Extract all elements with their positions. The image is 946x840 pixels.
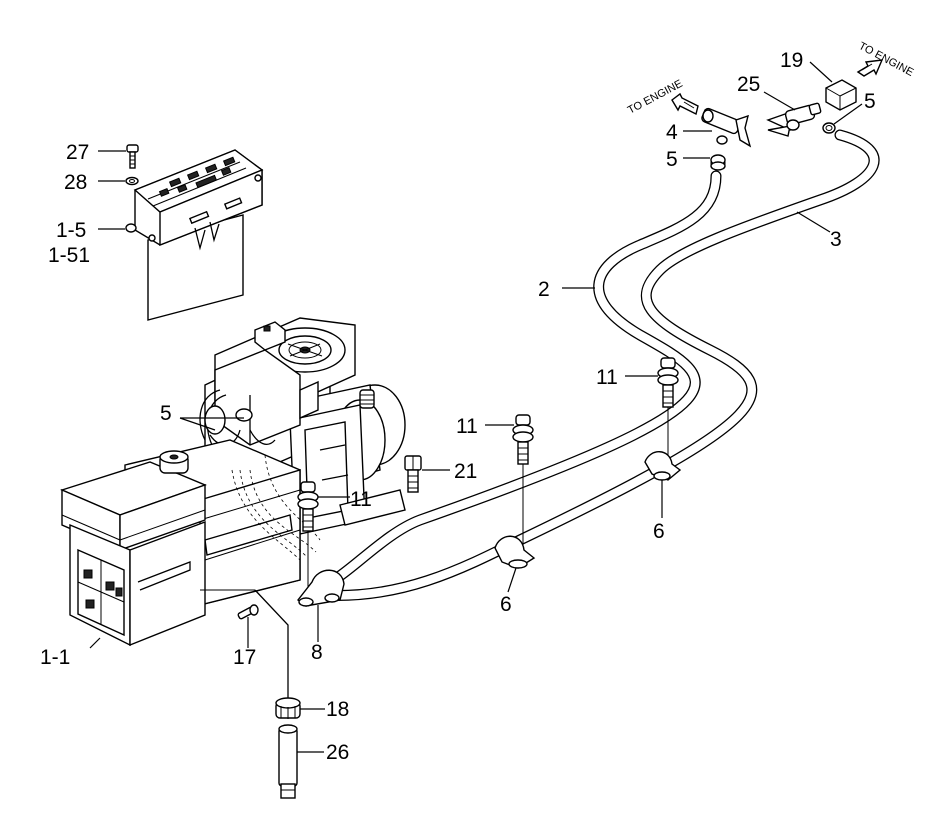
label-2: 2 [538, 278, 550, 301]
label-17: 17 [233, 646, 256, 669]
clamp-6-right [644, 451, 682, 481]
filter-26 [278, 724, 298, 799]
label-19: 19 [780, 49, 803, 72]
label-5-top-right: 5 [864, 90, 876, 113]
label-26: 26 [326, 741, 349, 764]
label-1-51: 1-51 [48, 244, 90, 267]
label-11-right: 11 [596, 366, 618, 389]
bolt-11-right [657, 357, 679, 468]
bolt-21 [404, 455, 422, 493]
nut-19 [825, 79, 857, 111]
leader-lines [89, 61, 863, 753]
label-3: 3 [830, 228, 842, 251]
label-27: 27 [66, 141, 89, 164]
screw-17 [237, 604, 259, 620]
label-4: 4 [666, 121, 678, 144]
label-6-mid: 6 [500, 593, 512, 616]
bolt-11-left [297, 481, 319, 590]
fitting-5-right [822, 122, 836, 134]
bolt-11-mid [512, 414, 534, 556]
label-5-top: 5 [666, 148, 678, 171]
label-1-5: 1-5 [56, 219, 86, 242]
heater-assembly [199, 317, 406, 536]
valve-25 [766, 102, 822, 137]
label-1-1: 1-1 [40, 646, 70, 669]
label-5-left: 5 [160, 402, 172, 425]
label-21: 21 [454, 460, 477, 483]
label-11-left: 11 [350, 488, 372, 511]
label-18: 18 [326, 698, 349, 721]
label-8: 8 [311, 641, 323, 664]
direction-arrow-right [856, 59, 884, 77]
control-unit [125, 144, 264, 321]
direction-arrow-left [671, 92, 699, 116]
label-25: 25 [737, 73, 760, 96]
clamp-6-mid [494, 535, 536, 569]
label-28: 28 [64, 171, 87, 194]
callout-labels: 27 28 1-5 1-51 19 25 5 4 5 2 3 11 5 11 2… [40, 49, 876, 764]
clamp-8 [297, 569, 345, 607]
label-6-right: 6 [653, 520, 665, 543]
tank-1-1 [60, 439, 321, 700]
label-11-mid: 11 [456, 415, 478, 438]
cap-18 [275, 697, 301, 719]
hose-2 [314, 170, 722, 591]
valve-4 [701, 107, 752, 148]
fitting-5-top [710, 154, 726, 171]
